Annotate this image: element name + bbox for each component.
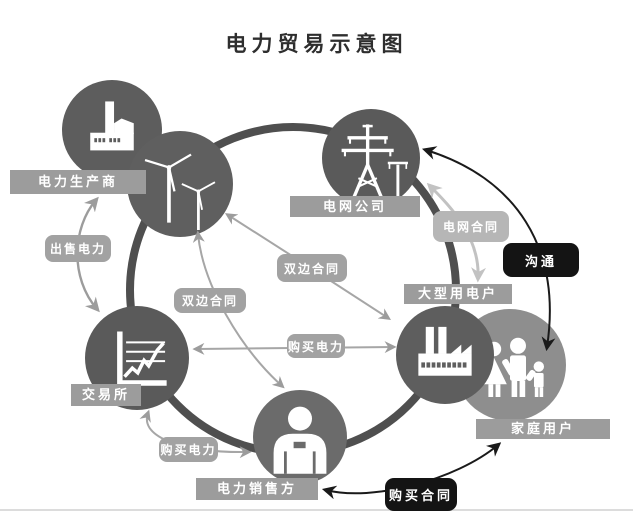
bottom-divider bbox=[0, 509, 633, 511]
node-grid-company bbox=[322, 109, 420, 207]
node-large-user bbox=[396, 306, 494, 404]
label-large-user: 大型用电户 bbox=[404, 284, 512, 304]
edge-label-buy-power-2: 购买电力 bbox=[159, 437, 218, 462]
edge-label-communicate: 沟通 bbox=[503, 243, 579, 277]
label-family: 家庭用户 bbox=[476, 419, 610, 439]
wind-turbine-icon bbox=[144, 153, 216, 230]
diagram-title: 电力贸易示意图 bbox=[225, 33, 408, 56]
label-exchange: 交易所 bbox=[71, 384, 141, 406]
edge-label-buy-power-1: 购买电力 bbox=[287, 334, 345, 358]
edge-label-buy-contract: 购买合同 bbox=[385, 478, 457, 511]
transmission-tower-icon bbox=[341, 124, 408, 198]
edge-label-sell-power: 出售电力 bbox=[45, 235, 111, 262]
industrial-plant-icon bbox=[418, 326, 472, 376]
label-producer: 电力生产商 bbox=[10, 170, 146, 194]
edge-label-grid-contract: 电网合同 bbox=[433, 211, 509, 242]
edge-label-bilateral-1: 双边合同 bbox=[277, 254, 347, 282]
label-grid-company: 电网公司 bbox=[290, 196, 420, 217]
edge-label-bilateral-2: 双边合同 bbox=[174, 288, 246, 313]
salesperson-icon bbox=[273, 406, 327, 474]
label-seller: 电力销售方 bbox=[196, 478, 318, 500]
node-seller bbox=[253, 390, 347, 484]
